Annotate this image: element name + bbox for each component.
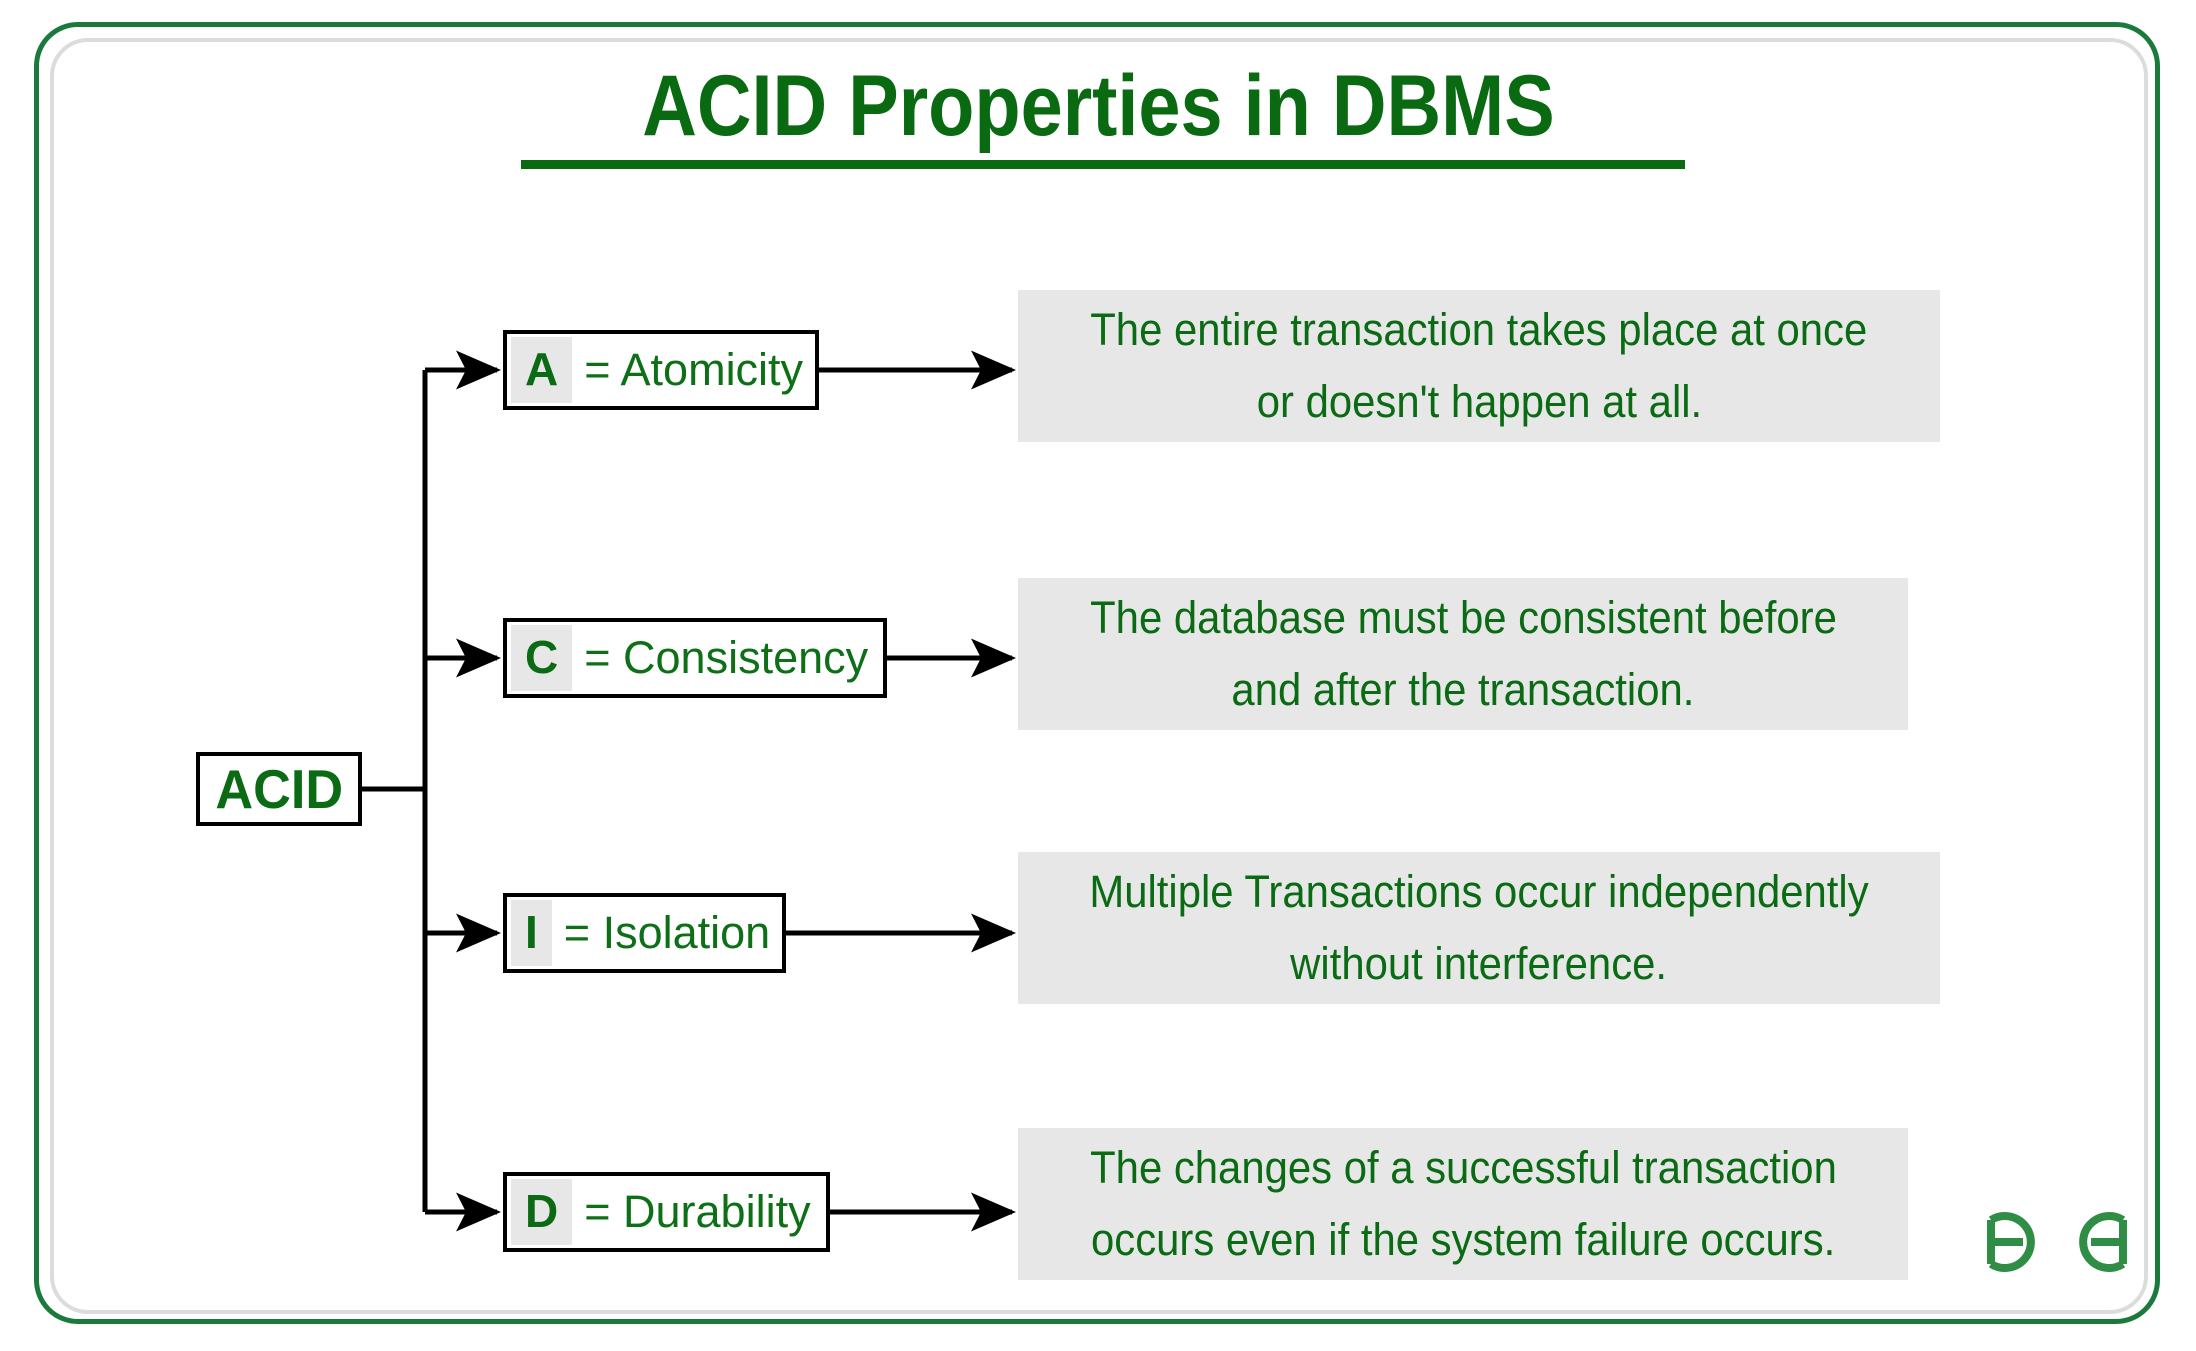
- description-atomicity-line-1: The entire transaction takes place at on…: [1090, 304, 1868, 355]
- geeksforgeeks-logo-icon: [1987, 1212, 2127, 1272]
- description-durability-line-2: occurs even if the system failure occurs…: [1090, 1214, 1836, 1265]
- node-durability-letter: D: [511, 1179, 573, 1245]
- description-isolation-line-1: Multiple Transactions occur independentl…: [1089, 866, 1869, 917]
- description-atomicity-line-2: or doesn't happen at all.: [1256, 376, 1702, 427]
- node-consistency-letter: C: [511, 625, 573, 691]
- inner-border-frame: [50, 38, 2148, 1314]
- description-isolation-line-2: without interference.: [1290, 938, 1668, 989]
- description-atomicity: The entire transaction takes place at on…: [1018, 290, 1940, 442]
- node-consistency: C = Consistency: [503, 618, 887, 698]
- node-isolation: I = Isolation: [503, 893, 786, 973]
- description-durability-line-1: The changes of a successful transaction: [1089, 1142, 1837, 1193]
- description-consistency-line-2: and after the transaction.: [1231, 664, 1695, 715]
- node-acid-root-label: ACID: [215, 757, 343, 820]
- outer-border-frame: [34, 22, 2160, 1324]
- node-isolation-label: = Isolation: [563, 907, 771, 958]
- page-title-underline: [521, 160, 1685, 169]
- node-atomicity-letter: A: [511, 337, 573, 403]
- node-durability-label: = Durability: [584, 1186, 811, 1237]
- node-durability: D = Durability: [503, 1172, 830, 1252]
- node-atomicity-label: = Atomicity: [584, 344, 804, 395]
- node-isolation-letter: I: [511, 900, 552, 966]
- description-consistency-line-1: The database must be consistent before: [1089, 592, 1837, 643]
- description-consistency: The database must be consistent before a…: [1018, 578, 1908, 730]
- page-title: ACID Properties in DBMS: [641, 58, 1555, 154]
- description-durability: The changes of a successful transaction …: [1018, 1128, 1908, 1280]
- node-consistency-label: = Consistency: [584, 632, 869, 683]
- node-atomicity: A = Atomicity: [503, 330, 819, 410]
- description-isolation: Multiple Transactions occur independentl…: [1018, 852, 1940, 1004]
- page-title-container: ACID Properties in DBMS: [0, 58, 2196, 154]
- node-acid-root: ACID: [196, 752, 362, 826]
